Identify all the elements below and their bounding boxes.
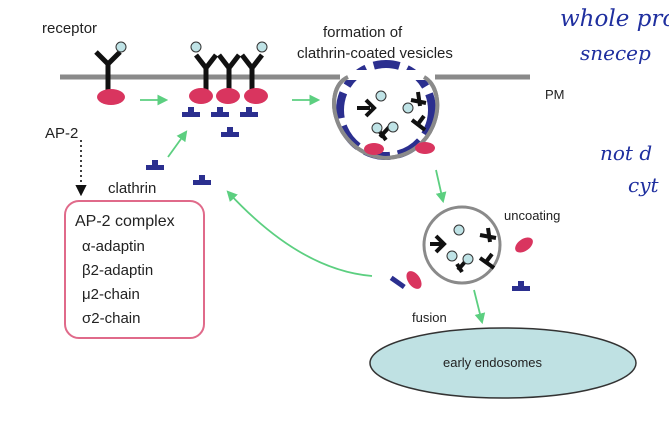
arrows (140, 94, 486, 325)
endosome-label: early endosomes (443, 355, 542, 370)
arrow-fusion (473, 289, 486, 325)
receptor-cluster (182, 41, 268, 117)
ap2-item: σ2-chain (82, 310, 140, 327)
coated-pit (332, 60, 440, 161)
arrow-bud (435, 169, 447, 204)
handwritten-note: cyt (628, 173, 660, 197)
ap2-item: α-adaptin (82, 238, 145, 255)
ap2-complex-title: AP-2 complex (75, 213, 175, 230)
formation-label-1: formation of (323, 24, 403, 41)
free-clathrin (146, 127, 239, 185)
uncoating-vesicle (389, 205, 533, 291)
ap2-item: μ2-chain (82, 286, 140, 303)
plasma-membrane (60, 74, 530, 161)
ap2-label: AP-2 (45, 125, 78, 142)
arrow-clathrin-recruit (167, 130, 188, 158)
clathrin-label: clathrin (108, 180, 156, 197)
pm-label: PM (545, 87, 565, 102)
arrow-recycle (226, 190, 373, 277)
receptor-single (94, 41, 127, 105)
fusion-label: fusion (412, 310, 447, 325)
ap2-adaptor (97, 89, 125, 105)
handwritten-note: not d (600, 141, 652, 165)
early-endosome (369, 327, 637, 399)
formation-label-2: clathrin-coated vesicles (297, 45, 453, 62)
receptor-label: receptor (42, 20, 97, 37)
ap2-complex-box (64, 200, 205, 339)
handwritten-note: whole pro (560, 6, 669, 32)
handwritten-note: snecep (580, 41, 651, 65)
ap2-item: β2-adaptin (82, 262, 153, 279)
uncoating-label: uncoating (504, 208, 560, 223)
